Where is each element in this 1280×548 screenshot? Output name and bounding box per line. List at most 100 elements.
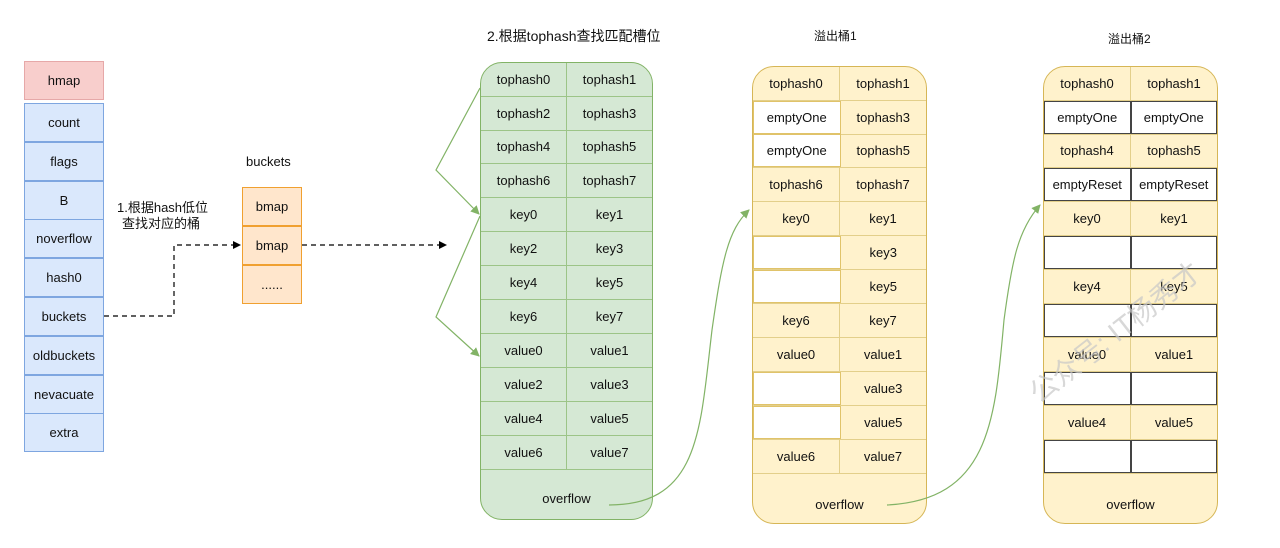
- slot-cell: value0: [1044, 338, 1131, 371]
- slot-cell: value4: [481, 402, 567, 435]
- slot-cell: value2: [481, 368, 567, 401]
- hmap-cell-header: hmap: [24, 61, 104, 100]
- empty-slot: [1044, 372, 1131, 405]
- slot-cell: key3: [595, 241, 624, 256]
- step1-line2: 查找对应的桶: [122, 216, 201, 231]
- slot-cell: tophash0: [753, 67, 840, 100]
- slot-cell: tophash6: [753, 168, 840, 201]
- slot-cell: tophash2: [481, 97, 567, 130]
- slot-cell: tophash1: [582, 72, 637, 87]
- slot-row: value5: [753, 406, 926, 440]
- slot-cell: value1: [590, 343, 629, 358]
- slot-cell: tophash4: [1044, 134, 1131, 167]
- slot-cell: tophash4: [481, 130, 567, 163]
- slot-cell: emptyOne: [1130, 101, 1217, 134]
- empty-slot: [1130, 440, 1217, 473]
- slot-row: value4 value5: [1044, 406, 1217, 440]
- empty-slot: [1044, 440, 1131, 473]
- slot-cell: key5: [1160, 279, 1188, 294]
- slot-row: [1044, 372, 1217, 406]
- slot-cell: value0: [481, 334, 567, 367]
- slot-cell: tophash5: [582, 139, 637, 154]
- slot-cell: tophash3: [582, 106, 637, 121]
- slot-cell: key7: [869, 313, 897, 328]
- step2-title: 2.根据tophash查找匹配槽位: [487, 28, 661, 44]
- slot-cell: key3: [869, 245, 897, 260]
- slot-row: key3: [753, 236, 926, 270]
- bucket-cell-ellipsis: ......: [242, 265, 302, 304]
- overflow1-overflow: overflow: [815, 496, 864, 512]
- slot-cell: key4: [481, 266, 567, 299]
- slot-cell: tophash5: [856, 143, 911, 158]
- slot-cell: value0: [753, 338, 840, 371]
- bucket-cell-0: bmap: [242, 187, 302, 226]
- slot-row: emptyOne tophash5: [753, 134, 926, 168]
- hmap-cell-flags: flags: [24, 142, 104, 181]
- slot-cell: emptyOne: [753, 134, 841, 167]
- slot-cell: tophash1: [1147, 76, 1201, 91]
- slot-cell: key5: [595, 275, 624, 290]
- overflow-to-bucket1-arrow: [608, 209, 750, 506]
- slot-cell: value3: [590, 377, 629, 392]
- slot-cell: value4: [1044, 406, 1131, 439]
- slot-cell: value5: [1154, 415, 1194, 430]
- slot-cell: key6: [481, 300, 567, 333]
- slot-cell: tophash1: [856, 76, 910, 91]
- overflow-to-bucket2-arrow: [886, 204, 1041, 506]
- slot-row: tophash4 tophash5: [481, 130, 652, 164]
- slot-cell: tophash6: [481, 164, 567, 197]
- slot-cell: tophash7: [856, 177, 910, 192]
- empty-slot: [1130, 304, 1217, 337]
- empty-slot: [1044, 304, 1131, 337]
- slot-cell: tophash0: [1044, 67, 1131, 100]
- empty-slot: [1130, 372, 1217, 405]
- slot-cell: tophash3: [856, 110, 911, 125]
- empty-slot: [753, 372, 841, 405]
- empty-slot: [753, 236, 841, 269]
- slot-cell: value1: [863, 347, 903, 362]
- buckets-title: buckets: [246, 154, 291, 169]
- slot-cell: emptyOne: [753, 101, 841, 134]
- slot-cell: value7: [590, 445, 629, 460]
- slot-row: tophash0 tophash1: [1044, 67, 1217, 101]
- overflow2-title: 溢出桶2: [1108, 32, 1151, 46]
- slot-row: value0 value1: [753, 338, 926, 372]
- slot-cell: key0: [1044, 202, 1131, 235]
- tophash-to-key-arrow: [435, 87, 481, 215]
- slot-cell: value6: [753, 440, 840, 473]
- hmap-cell-hash0: hash0: [24, 258, 104, 297]
- slot-cell: value7: [863, 449, 903, 464]
- overflow1-title: 溢出桶1: [814, 29, 857, 43]
- bucket-cell-1: bmap: [242, 226, 302, 265]
- slot-row: value2 value3: [481, 368, 652, 402]
- hmap-to-bucket-arrow: [104, 241, 241, 317]
- slot-row: value0 value1: [481, 334, 652, 368]
- slot-cell: emptyReset: [1044, 168, 1131, 201]
- empty-slot: [1044, 236, 1131, 269]
- hmap-cell-noverflow: noverflow: [24, 219, 104, 258]
- hmap-cell-oldbuckets: oldbuckets: [24, 336, 104, 375]
- slot-row: tophash6 tophash7: [753, 168, 926, 202]
- slot-row: value6 value7: [753, 440, 926, 474]
- slot-row: tophash0 tophash1: [753, 67, 926, 101]
- main-bucket-overflow: overflow: [542, 490, 591, 506]
- slot-cell: emptyReset: [1130, 168, 1217, 201]
- slot-cell: key4: [1044, 270, 1131, 303]
- key-to-value-arrow: [435, 215, 481, 357]
- slot-row: [1044, 236, 1217, 270]
